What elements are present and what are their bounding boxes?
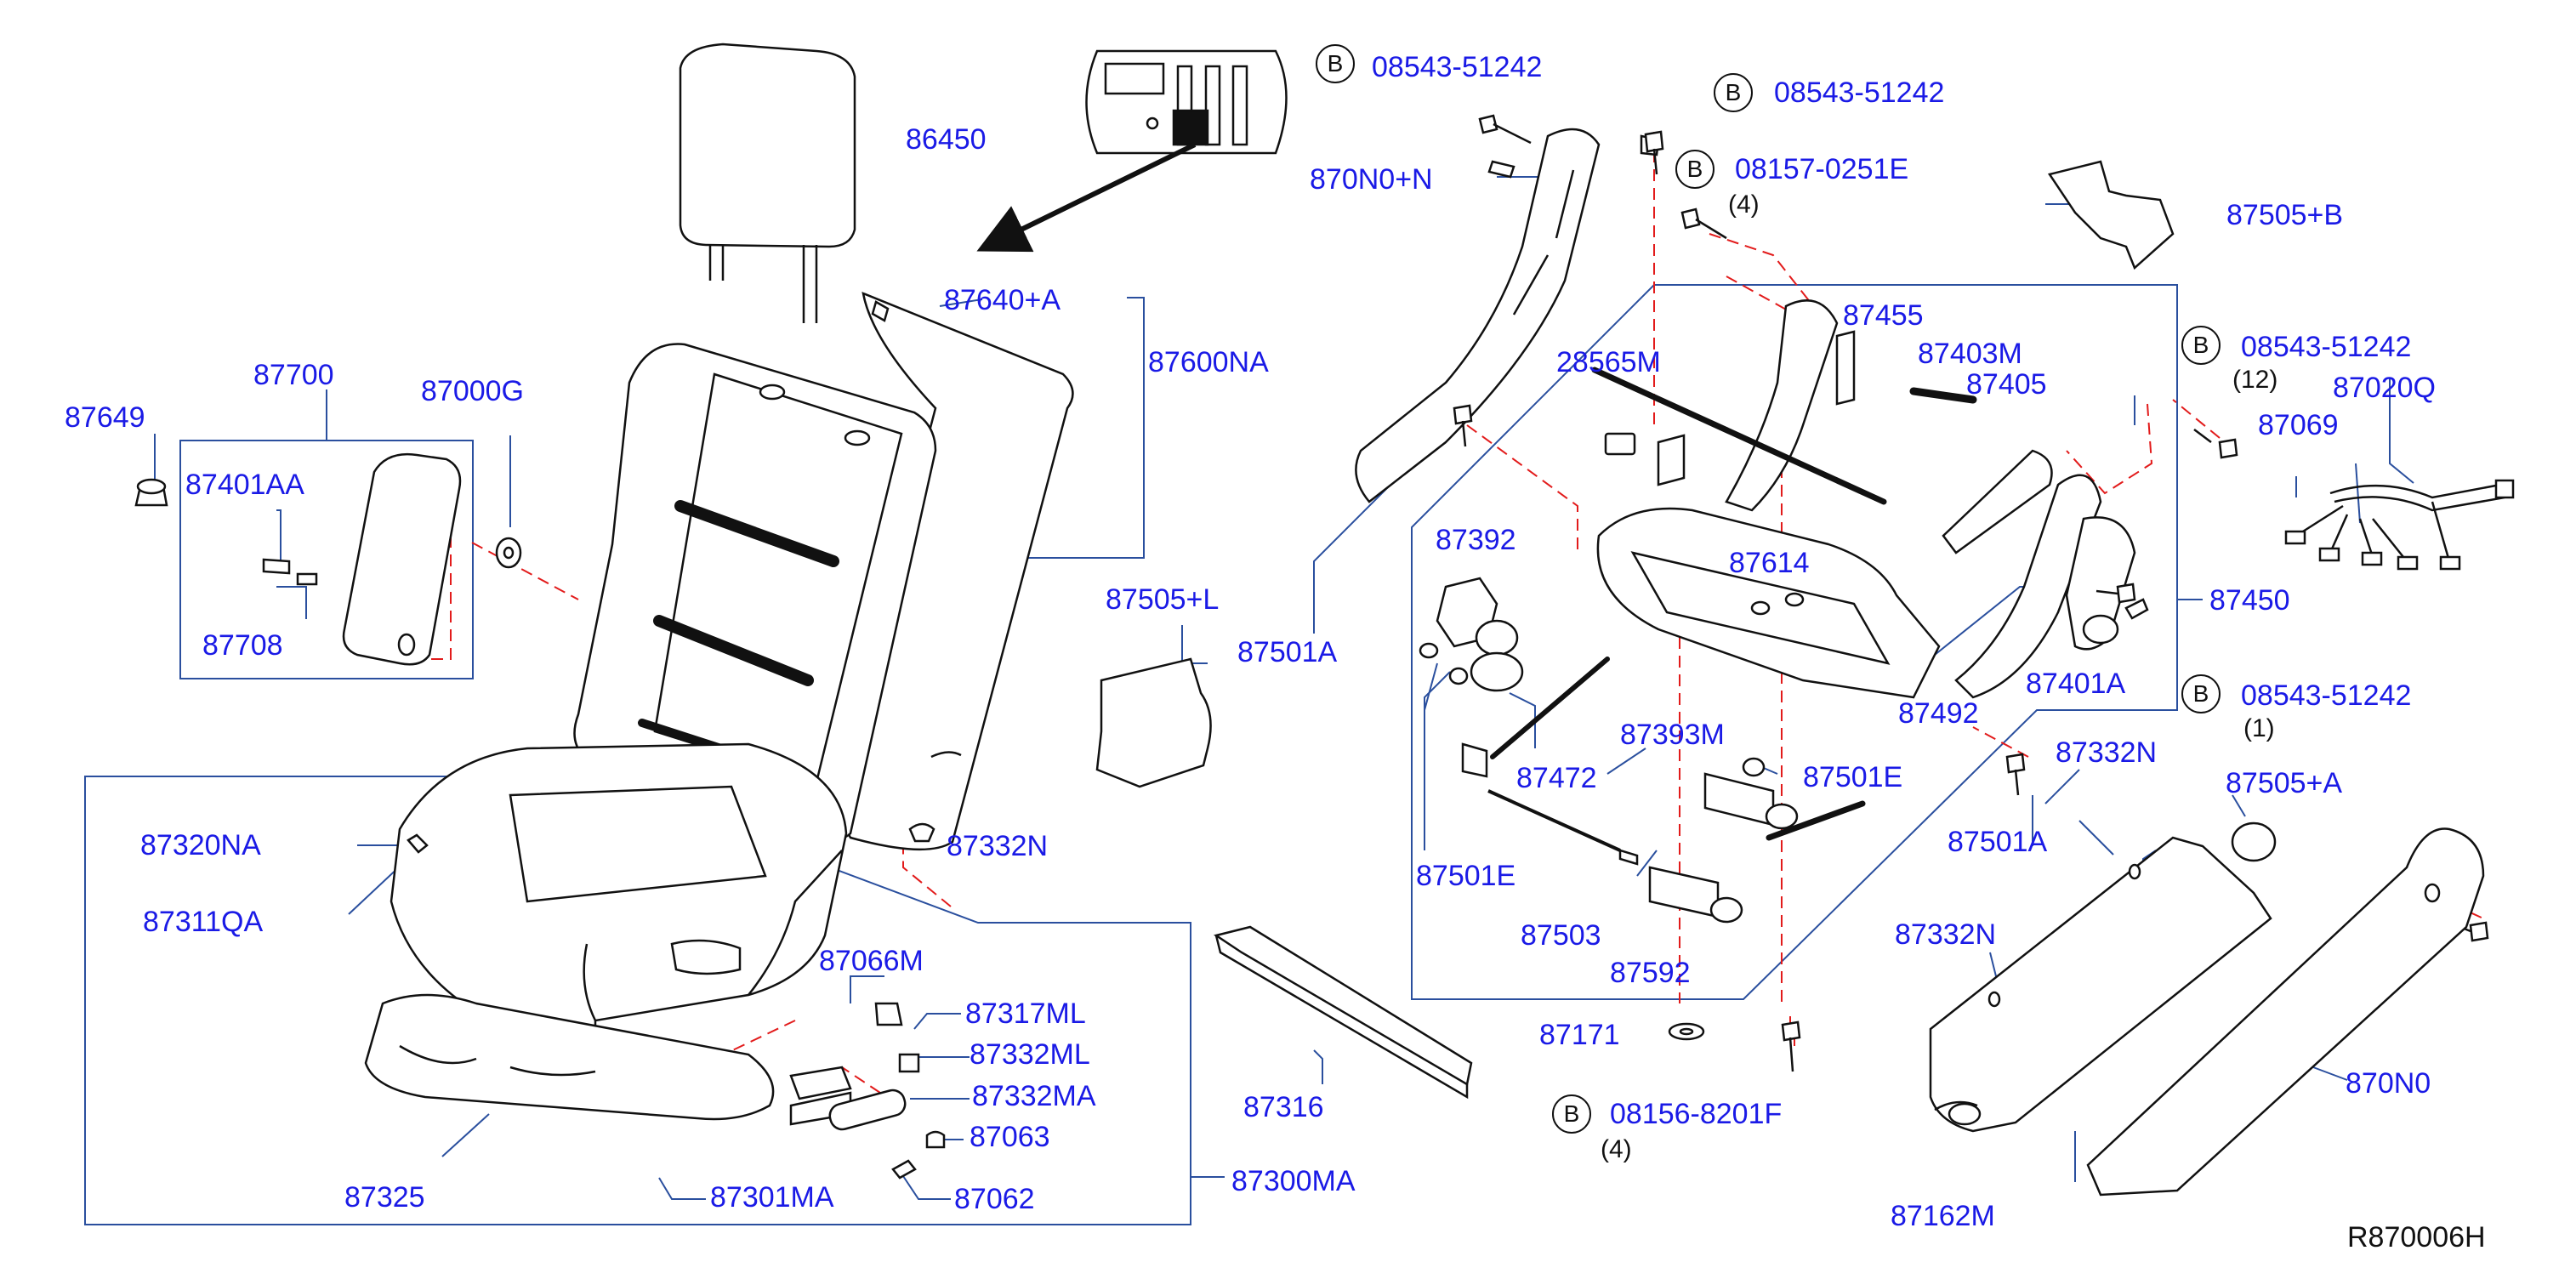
part-label-87332n-right: 87332N (2056, 736, 2158, 769)
part-label-87501e-left: 87501E (1416, 860, 1516, 892)
bolt-marker-icon: B (1552, 1094, 1591, 1134)
part-label-87393m: 87393M (1620, 719, 1725, 751)
part-label-87332ml: 87332ML (970, 1038, 1090, 1071)
part-label-87700: 87700 (253, 359, 334, 391)
part-label-87405: 87405 (1966, 368, 2047, 401)
armrest-box (179, 440, 474, 679)
rail-trim-art (1213, 925, 1473, 1100)
part-label-87600na: 87600NA (1148, 346, 1269, 378)
part-label-87492: 87492 (1898, 697, 1979, 730)
part-label-87649: 87649 (65, 401, 145, 434)
part-label-87162m: 87162M (1891, 1200, 1995, 1232)
part-label-87066m: 87066M (819, 945, 924, 977)
part-label-87063: 87063 (970, 1121, 1050, 1153)
part-label-87503: 87503 (1521, 919, 1601, 952)
part-label-87614: 87614 (1729, 547, 1810, 579)
bolt-qty-5: (1) (2243, 714, 2275, 742)
motor-actuator-art (1419, 516, 2149, 924)
side-covers-art (1929, 821, 2485, 1197)
part-label-87708: 87708 (202, 629, 283, 662)
part-label-87020q: 87020Q (2333, 372, 2436, 404)
part-label-87505b: 87505+B (2226, 199, 2344, 231)
headrest-art (679, 43, 856, 323)
part-label-87316: 87316 (1243, 1091, 1324, 1123)
part-label-87301ma: 87301MA (710, 1181, 834, 1214)
seat-frame-art (1591, 299, 2102, 699)
part-label-87505l: 87505+L (1106, 583, 1220, 616)
part-label-87501a-left: 87501A (1237, 636, 1338, 668)
part-label-87311qa: 87311QA (143, 906, 264, 938)
part-label-87472: 87472 (1516, 762, 1597, 794)
part-label-87455: 87455 (1843, 299, 1924, 332)
harness-art (2284, 479, 2515, 571)
part-label-87317ml: 87317ML (965, 998, 1086, 1030)
part-label-87640a: 87640+A (944, 284, 1061, 316)
callout-tag (976, 49, 1288, 253)
part-label-87332ma: 87332MA (972, 1080, 1096, 1112)
part-label-86450: 86450 (906, 123, 987, 156)
part-label-870n0: 870N0 (2346, 1067, 2431, 1100)
diagram-reference-code: R870006H (2347, 1221, 2486, 1253)
part-label-87401a: 87401A (2026, 668, 2126, 700)
part-label-87320na: 87320NA (140, 829, 261, 861)
part-label-87450: 87450 (2209, 584, 2290, 617)
bolt-part-3: 08157-0251E (1735, 153, 1909, 185)
part-label-87325: 87325 (344, 1181, 425, 1214)
part-label-87403m: 87403M (1918, 338, 2022, 370)
bolt-marker-icon: B (2181, 674, 2221, 713)
part-label-28565m: 28565M (1556, 346, 1661, 378)
bolt-part-5: 08543-51242 (2241, 679, 2412, 712)
bolt-qty-6: (4) (1601, 1135, 1632, 1163)
part-label-87392: 87392 (1436, 524, 1516, 556)
pad-b-art (2047, 160, 2175, 270)
bolt-marker-icon: B (2181, 326, 2221, 365)
seat-cushion-art (364, 742, 848, 1121)
adjuster-frame (1411, 284, 2178, 1000)
pad-art (1095, 657, 1212, 788)
seat-back-art (573, 291, 1074, 851)
part-label-87069: 87069 (2258, 409, 2339, 441)
part-label-87501a-right: 87501A (1948, 826, 2048, 858)
bolt-marker-icon: B (1714, 73, 1753, 112)
part-label-87501e-right: 87501E (1803, 761, 1903, 793)
part-label-87332n-lower: 87332N (1895, 918, 1997, 951)
part-label-87062: 87062 (954, 1183, 1035, 1215)
part-label-87505a: 87505+A (2226, 767, 2343, 799)
part-label-87171: 87171 (1539, 1019, 1620, 1051)
bolt-marker-icon: B (1316, 44, 1355, 83)
part-label-870n0n: 870N0+N (1310, 163, 1433, 196)
bolt-qty-3: (4) (1728, 190, 1760, 219)
bolt-qty-4: (12) (2232, 366, 2278, 394)
part-label-87592: 87592 (1610, 957, 1691, 989)
bolt-marker-icon: B (1675, 150, 1714, 189)
small-parts-art (789, 822, 946, 1180)
part-label-87401aa: 87401AA (185, 469, 304, 501)
part-label-87000g: 87000G (421, 375, 524, 407)
part-label-87300ma: 87300MA (1231, 1165, 1356, 1197)
armrest-art (134, 452, 522, 666)
bolt-part-2: 08543-51242 (1774, 77, 1945, 109)
bolt-part-4: 08543-51242 (2241, 331, 2412, 363)
bolt-part-6: 08156-8201F (1610, 1098, 1783, 1130)
part-label-87332n-back: 87332N (947, 830, 1049, 862)
bolt-part-1: 08543-51242 (1372, 51, 1543, 83)
